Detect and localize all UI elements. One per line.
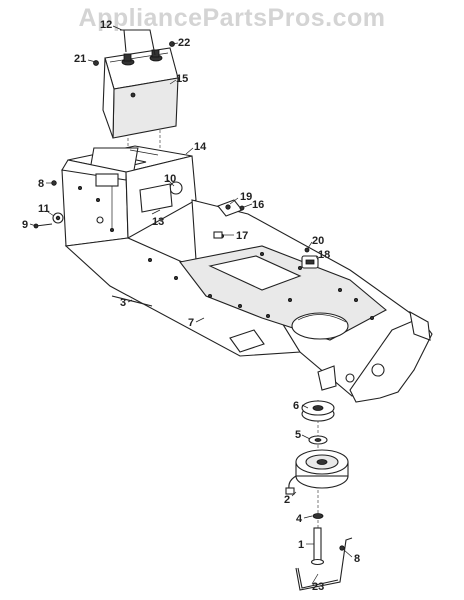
battery [102,47,179,139]
bolt-1 [310,527,325,566]
watermark: AppliancePartsPros.com [78,4,386,32]
callout-2: 2 [284,494,290,506]
callout-1: 1 [298,539,304,551]
callout-7: 7 [188,317,194,329]
bolt-8-top [51,180,57,186]
washer-4 [312,513,324,519]
callout-20: 20 [312,235,324,247]
callout-4: 4 [296,513,303,525]
callout-9: 9 [22,219,28,231]
bushing-11 [52,212,64,224]
pulley-6 [301,400,335,422]
main-frame [61,155,433,403]
electric-clutch-2 [285,449,349,495]
callout-16: 16 [252,199,264,211]
callout-19: 19 [240,191,252,203]
callout-14: 14 [194,141,207,153]
callout-6: 6 [293,400,299,412]
hold-down-rod [120,29,156,56]
rod-23 [295,537,353,591]
callout-15: 15 [176,73,188,85]
callout-22: 22 [178,37,190,49]
callout-8-lower: 8 [354,553,360,565]
ignition-switch [217,199,245,217]
callout-8: 8 [38,178,44,190]
clip-17 [213,231,223,239]
callout-18: 18 [318,249,330,261]
callouts: 12 22 21 15 14 8 10 19 16 11 13 9 17 20 … [22,19,360,593]
callout-10: 10 [164,173,176,185]
bolt-9 [33,223,53,229]
cable-3 [111,295,153,307]
callout-3: 3 [120,297,126,309]
callout-21: 21 [74,53,86,65]
callout-13: 13 [152,216,164,228]
bracket-13 [139,183,173,213]
relay [301,247,319,269]
callout-17: 17 [236,230,248,242]
callout-12: 12 [100,19,112,31]
washer-5 [308,435,328,445]
callout-23: 23 [312,581,324,593]
callout-5: 5 [295,429,301,441]
leader-lines [29,25,353,585]
callout-11: 11 [38,203,50,215]
